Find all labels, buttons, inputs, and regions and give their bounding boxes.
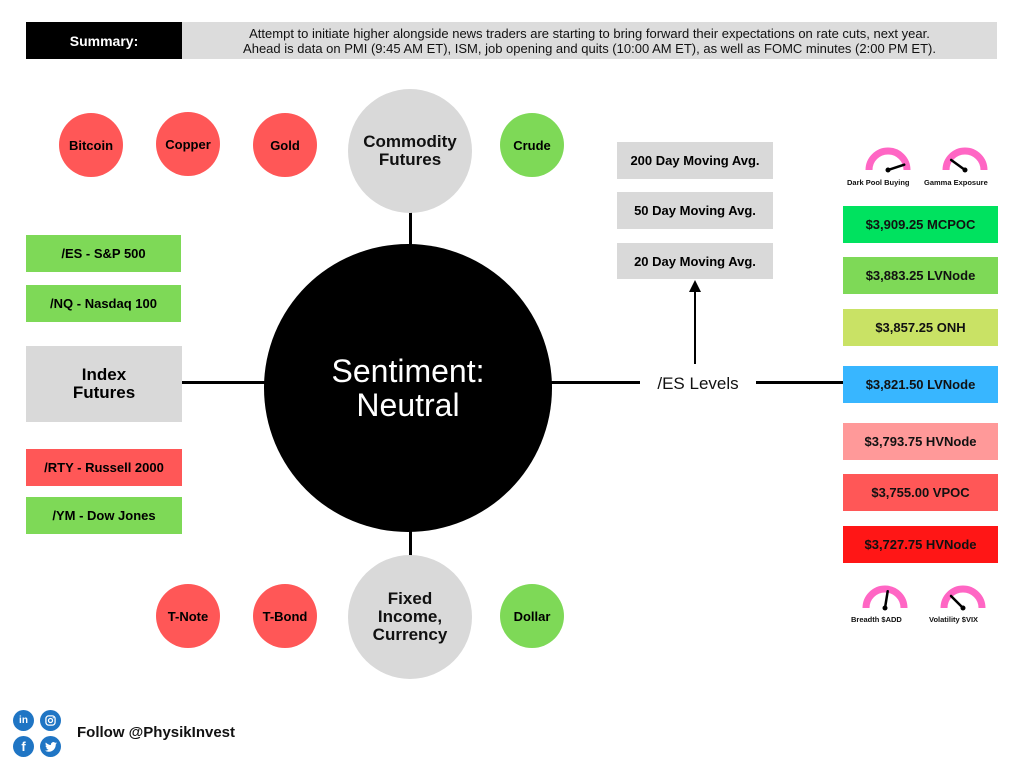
rty-russell-box: /RTY - Russell 2000 — [26, 449, 182, 486]
level-hvnode-2: $3,727.75 HVNode — [843, 526, 998, 563]
ma-50-box: 50 Day Moving Avg. — [617, 192, 773, 229]
gauge-hub — [962, 167, 968, 173]
ma-20-label: 20 Day Moving Avg. — [634, 253, 756, 269]
t-note-circle: T-Note — [156, 584, 220, 648]
ym-dow-label: /YM - Dow Jones — [52, 508, 156, 523]
summary-label-text: Summary: — [69, 32, 139, 49]
bitcoin-label: Bitcoin — [68, 137, 114, 153]
commodity-title-1: Commodity — [363, 132, 457, 151]
t-bond-circle: T-Bond — [253, 584, 317, 648]
gauge-breadth-label: Breadth $ADD — [851, 615, 902, 624]
level-hvnode-1: $3,793.75 HVNode — [843, 423, 998, 460]
fixed-title-2: Income, — [377, 607, 443, 626]
index-title-2: Futures — [72, 383, 136, 402]
arrow-shaft — [694, 289, 696, 364]
ma-200-label: 200 Day Moving Avg. — [630, 153, 760, 168]
level-lvnode-1-label: $3,883.25 LVNode — [865, 268, 976, 283]
gauge-dark-pool — [865, 147, 911, 173]
level-mcpoc-label: $3,909.25 MCPOC — [865, 217, 976, 232]
commodity-title-2: Futures — [378, 150, 442, 169]
level-onh-label: $3,857.25 ONH — [875, 320, 966, 335]
level-hvnode-2-label: $3,727.75 HVNode — [864, 537, 977, 552]
level-vpoc-label: $3,755.00 VPOC — [871, 485, 970, 500]
ma-50-label: 50 Day Moving Avg. — [634, 203, 756, 218]
sentiment-line-1: Sentiment: — [331, 353, 485, 389]
level-lvnode-1: $3,883.25 LVNode — [843, 257, 998, 294]
summary-text: Attempt to initiate higher alongside new… — [182, 22, 997, 59]
summary-line-1: Attempt to initiate higher alongside new… — [249, 25, 930, 41]
follow-text[interactable]: Follow @PhysikInvest — [77, 724, 235, 741]
ma-200-box: 200 Day Moving Avg. — [617, 142, 773, 179]
es-sp500-label: /ES - S&P 500 — [61, 246, 146, 261]
fixed-title-3: Currency — [372, 625, 448, 644]
gauge-arc — [942, 147, 988, 171]
ma-20-box: 20 Day Moving Avg. — [617, 243, 773, 279]
gauge-arc — [940, 585, 986, 609]
instagram-icon[interactable] — [40, 710, 61, 731]
copper-label: Copper — [165, 136, 211, 152]
gauge-arc — [865, 147, 911, 171]
copper-circle: Copper — [156, 112, 220, 176]
gauge-needle — [949, 158, 967, 172]
gauge-gamma — [942, 147, 988, 173]
dollar-circle: Dollar — [500, 584, 564, 648]
index-futures-box: Index Futures — [26, 346, 182, 422]
facebook-icon[interactable]: f — [13, 736, 34, 757]
connector-top — [409, 210, 412, 246]
fixed-income-circle: Fixed Income, Currency — [348, 555, 472, 679]
gauge-gamma-label: Gamma Exposure — [924, 178, 988, 187]
gauge-needle — [949, 594, 965, 610]
rty-russell-label: /RTY - Russell 2000 — [44, 460, 164, 475]
t-bond-label: T-Bond — [262, 608, 308, 624]
gauge-volatility — [940, 585, 986, 611]
linkedin-icon[interactable]: in — [13, 710, 34, 731]
es-levels-label: /ES Levels — [640, 371, 756, 397]
gold-circle: Gold — [253, 113, 317, 177]
commodity-futures-circle: Commodity Futures — [348, 89, 472, 213]
gauge-volatility-label: Volatility $VIX — [929, 615, 979, 624]
connector-left — [182, 381, 266, 384]
bitcoin-circle: Bitcoin — [59, 113, 123, 177]
connector-bottom — [409, 530, 412, 556]
es-sp500-box: /ES - S&P 500 — [26, 235, 181, 272]
level-lvnode-2-label: $3,821.50 LVNode — [865, 377, 976, 392]
connector-levels — [756, 381, 844, 384]
gauge-hub — [885, 167, 891, 173]
gauge-hub — [960, 605, 966, 611]
gauge-needle — [886, 163, 906, 172]
ym-dow-box: /YM - Dow Jones — [26, 497, 182, 534]
index-title-1: Index — [81, 365, 127, 384]
gauge-needle — [883, 589, 889, 610]
twitter-icon[interactable] — [40, 736, 61, 757]
gauge-dark-pool-label: Dark Pool Buying — [847, 178, 910, 187]
dollar-label: Dollar — [513, 608, 551, 624]
connector-right — [551, 381, 640, 384]
arrow-head-icon — [689, 280, 701, 292]
level-lvnode-2: $3,821.50 LVNode — [843, 366, 998, 403]
sentiment-circle: Sentiment: Neutral — [264, 244, 552, 532]
crude-circle: Crude — [500, 113, 564, 177]
gauge-hub — [882, 605, 888, 611]
nq-nasdaq-box: /NQ - Nasdaq 100 — [26, 285, 181, 322]
t-note-label: T-Note — [167, 608, 209, 624]
es-levels-text: /ES Levels — [657, 374, 739, 393]
gauge-arc — [862, 585, 908, 609]
gauge-breadth — [862, 585, 908, 611]
gold-label: Gold — [270, 137, 300, 153]
level-mcpoc: $3,909.25 MCPOC — [843, 206, 998, 243]
level-vpoc: $3,755.00 VPOC — [843, 474, 998, 511]
fixed-title-1: Fixed — [387, 589, 433, 608]
summary-label: Summary: — [26, 22, 182, 59]
level-hvnode-1-label: $3,793.75 HVNode — [864, 434, 977, 449]
level-onh: $3,857.25 ONH — [843, 309, 998, 346]
summary-line-2: Ahead is data on PMI (9:45 AM ET), ISM, … — [243, 40, 936, 56]
nq-nasdaq-label: /NQ - Nasdaq 100 — [50, 296, 157, 311]
crude-label: Crude — [513, 137, 551, 153]
sentiment-line-2: Neutral — [356, 387, 460, 423]
